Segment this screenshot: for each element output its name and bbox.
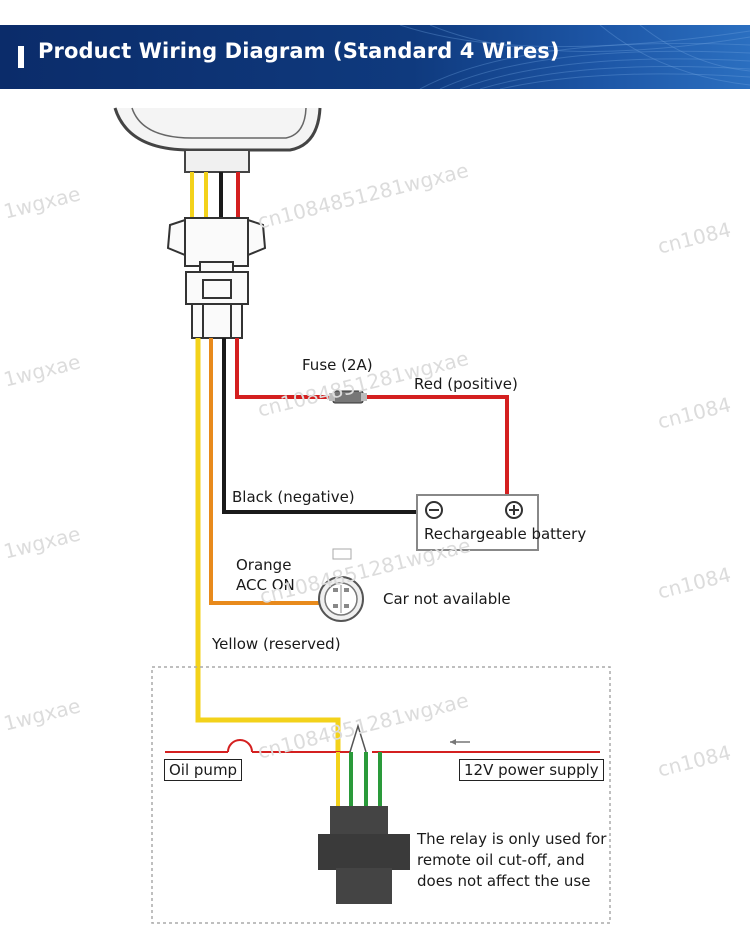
black-wire-label: Black (negative) <box>232 488 355 506</box>
acc-on-label: ACC ON <box>236 576 295 594</box>
red-wire <box>235 338 509 497</box>
power-supply-label: 12V power supply <box>459 759 604 781</box>
wave-pattern-decoration <box>399 25 750 89</box>
header-banner: Product Wiring Diagram (Standard 4 Wires… <box>0 25 750 89</box>
ignition-switch-icon <box>318 548 364 622</box>
oil-line <box>165 739 600 753</box>
fuse-label: Fuse (2A) <box>302 356 373 374</box>
relay-area-boundary <box>151 666 611 924</box>
gps-device <box>113 107 322 173</box>
fuse <box>329 390 367 404</box>
orange-wire-label: Orange <box>236 556 292 574</box>
red-wire-label: Red (positive) <box>414 375 518 393</box>
black-wire <box>222 338 424 514</box>
yellow-wire-label: Yellow (reserved) <box>212 635 341 653</box>
battery <box>416 494 539 551</box>
header-accent-bar <box>18 46 24 68</box>
upper-wires <box>190 172 240 220</box>
wire-connector <box>166 217 267 339</box>
yellow-wire <box>195 338 341 752</box>
car-not-available-label: Car not available <box>383 590 511 608</box>
orange-wire <box>209 338 322 605</box>
oil-pump-label: Oil pump <box>164 759 243 781</box>
relay-block <box>318 806 410 904</box>
page-title: Product Wiring Diagram (Standard 4 Wires… <box>38 39 560 63</box>
relay-note: The relay is only used for remote oil cu… <box>417 830 607 890</box>
battery-label: Rechargeable battery <box>424 525 587 543</box>
